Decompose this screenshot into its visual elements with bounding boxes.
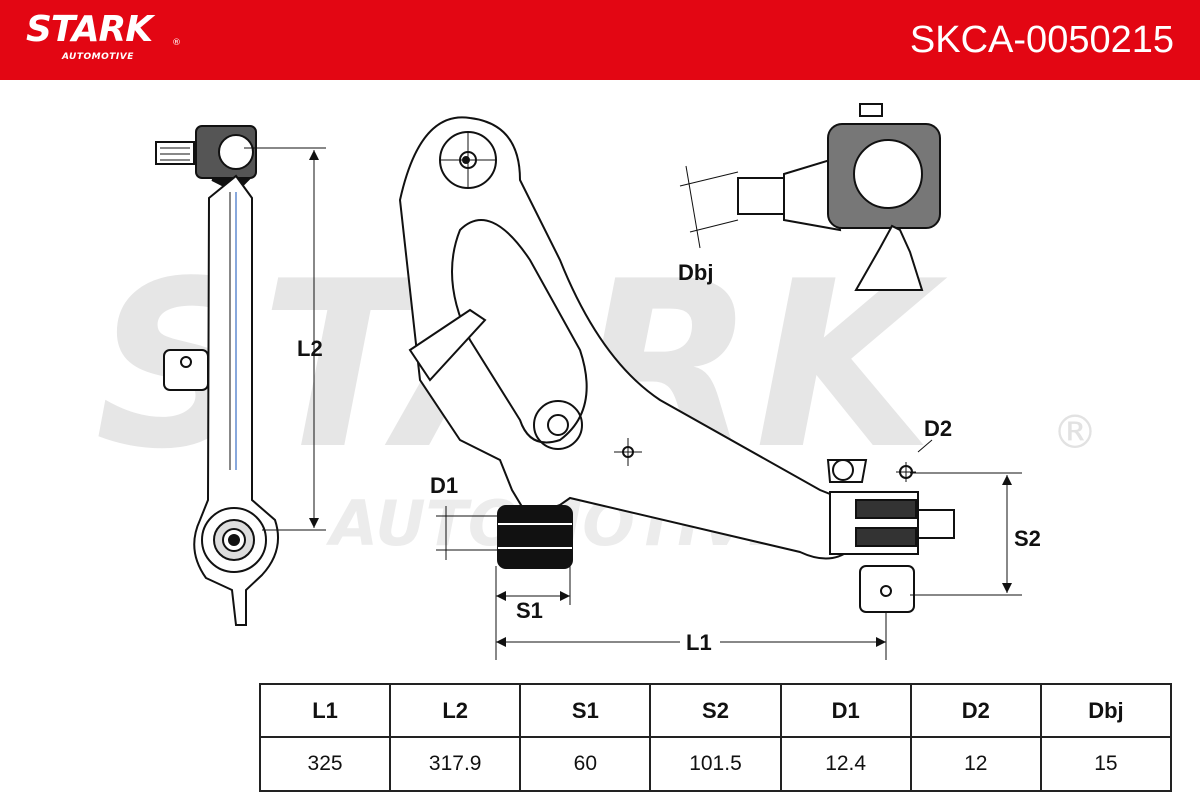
side-view (155, 125, 326, 626)
dimension-lines (436, 439, 1022, 660)
control-arm (398, 116, 955, 613)
specs-value-cell: 101.5 (649, 736, 782, 792)
specs-header-row: L1 L2 S1 S2 D1 D2 Dbj (258, 683, 1173, 738)
technical-drawing: STARK AUTOMOTIVE ® L2 (95, 103, 1098, 660)
label-d1: D1 (430, 473, 458, 498)
specs-header-cell: Dbj (1039, 683, 1173, 738)
watermark-trademark: ® (1052, 405, 1098, 459)
specs-header-cell: D1 (779, 683, 912, 738)
label-l1: L1 (686, 630, 712, 655)
label-s2: S2 (1014, 526, 1041, 551)
specs-value-cell: 325 (258, 736, 392, 792)
specs-table: L1 L2 S1 S2 D1 D2 Dbj 325 317.9 60 101.5… (258, 683, 1173, 792)
label-s1: S1 (516, 598, 543, 623)
specs-value-cell: 12 (909, 736, 1042, 792)
label-dbj: Dbj (678, 260, 713, 285)
specs-value-cell: 12.4 (779, 736, 912, 792)
ball-joint-detail (679, 103, 941, 291)
specs-header-cell: S2 (649, 683, 782, 738)
label-d2: D2 (924, 416, 952, 441)
brand-subtitle: AUTOMOTIVE (62, 52, 134, 62)
specs-value-cell: 15 (1039, 736, 1173, 792)
specs-header-cell: L1 (258, 683, 392, 738)
specs-value-cell: 317.9 (389, 736, 522, 792)
label-l2: L2 (297, 336, 323, 361)
specs-header-cell: D2 (909, 683, 1042, 738)
part-number: SKCA-0050215 (909, 19, 1174, 61)
brand-trademark: ® (172, 38, 181, 48)
specs-header-cell: S1 (519, 683, 652, 738)
header-bar: STARK ® AUTOMOTIVE SKCA-0050215 (0, 0, 1200, 80)
specs-header-cell: L2 (389, 683, 522, 738)
specs-value-cell: 60 (519, 736, 652, 792)
specs-value-row: 325 317.9 60 101.5 12.4 12 15 (258, 736, 1173, 792)
brand-logo: STARK (26, 9, 153, 50)
